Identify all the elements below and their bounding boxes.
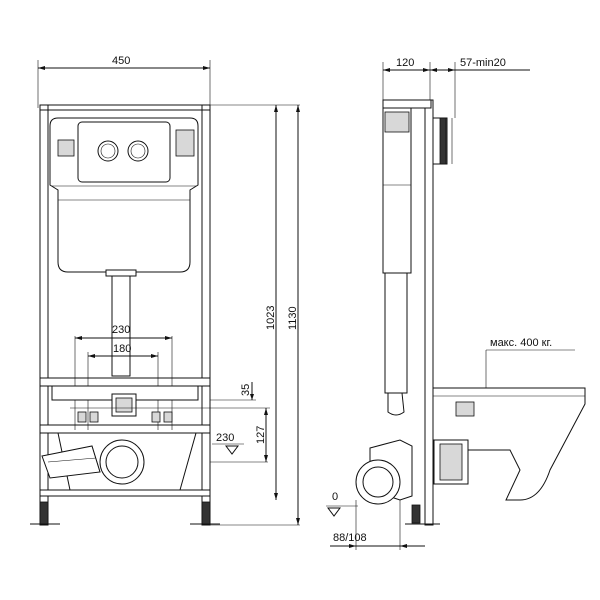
side-view: 120 57-min20 — [326, 57, 586, 550]
cistern — [49, 117, 199, 377]
depth-120-label: 120 — [396, 57, 414, 69]
width-label: 450 — [112, 55, 130, 67]
wc-bowl — [432, 387, 586, 501]
spacing-230-label: 230 — [112, 324, 130, 336]
max-load-callout: макс. 400 кг. — [485, 337, 575, 388]
frame — [30, 104, 220, 526]
drain-diameter-label: 88/108 — [333, 532, 367, 544]
cistern-side — [382, 107, 453, 416]
height-1130-label: 1130 — [287, 306, 299, 330]
offset-127-label: 127 — [255, 426, 267, 444]
offset-35-label: 35 — [240, 384, 252, 396]
height-dimensions: 1023 1130 35 127 230 — [210, 104, 300, 526]
drain-assembly — [41, 432, 197, 491]
depth-dimensions: 120 57-min20 — [382, 57, 530, 118]
front-view: 450 — [30, 55, 300, 526]
mounting-plate — [51, 385, 270, 423]
floor-and-diameter: 0 88/108 — [326, 491, 425, 550]
drain-elbow-side — [355, 439, 469, 505]
side-frame — [382, 99, 440, 526]
floor-level-label: 0 — [332, 491, 338, 503]
height-1023-label: 1023 — [265, 306, 277, 330]
drain-height-label: 230 — [216, 432, 234, 444]
width-dimension: 450 — [37, 55, 211, 108]
spacing-180-label: 180 — [113, 343, 131, 355]
depth-57-label: 57-min20 — [460, 57, 506, 69]
max-load-label: макс. 400 кг. — [490, 337, 552, 349]
